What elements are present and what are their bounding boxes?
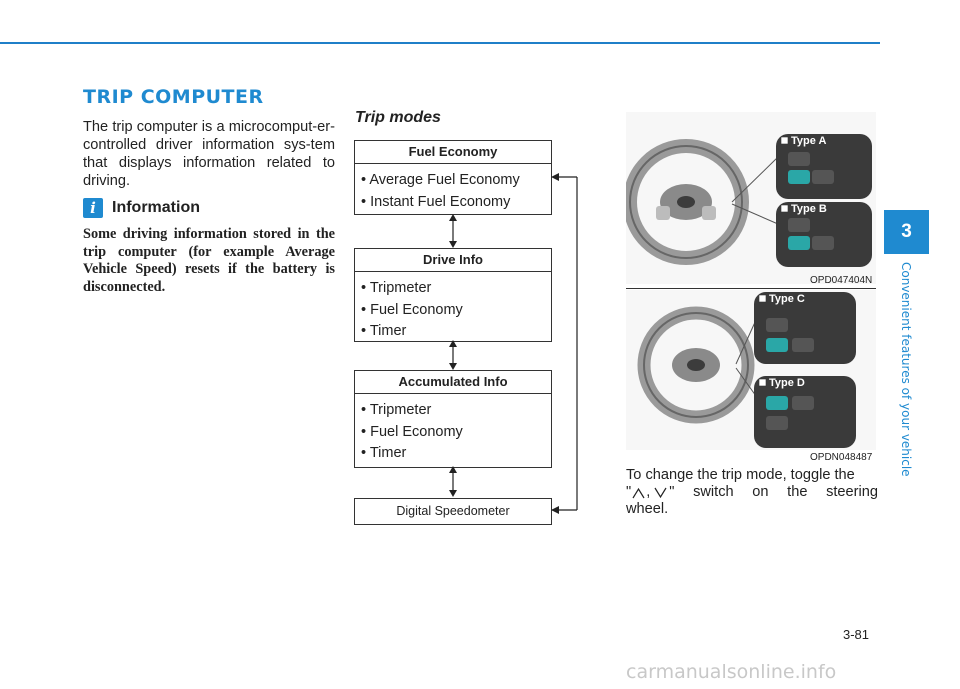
mode-box-title: Drive Info: [355, 249, 551, 272]
chapter-tab: 3: [884, 210, 929, 254]
watermark: carmanualsonline.info: [626, 661, 837, 683]
switch-separator: ,: [646, 484, 651, 500]
mode-cycle-arrows: [449, 173, 578, 514]
loop-arrow-top: [551, 173, 559, 181]
mode-item: Instant Fuel Economy: [361, 192, 551, 214]
mode-item: Timer: [361, 443, 551, 465]
information-header: i Information: [83, 198, 200, 218]
mode-item-list: Tripmeter Fuel Economy Timer: [355, 394, 551, 465]
top-rule: [0, 42, 880, 44]
type-c-label: Type C: [769, 293, 805, 305]
down-switch-icon: [654, 487, 667, 498]
mode-item: Fuel Economy: [361, 422, 551, 444]
figure-caption-2: OPDN048487: [810, 452, 873, 463]
mode-item-list: Average Fuel Economy Instant Fuel Econom…: [355, 164, 551, 213]
mode-item-list: Tripmeter Fuel Economy Timer: [355, 272, 551, 343]
mode-item: Fuel Economy: [361, 300, 551, 322]
page-number: 3-81: [843, 627, 870, 642]
mode-item: Timer: [361, 321, 551, 343]
mode-box-fuel-economy: Fuel Economy Average Fuel Economy Instan…: [354, 140, 552, 215]
information-label: Information: [112, 199, 200, 216]
mode-box-digital-speedometer: Digital Speedometer: [354, 498, 552, 525]
open-quote: ": [626, 484, 632, 500]
info-icon: i: [83, 198, 103, 218]
chapter-title-vertical: Convenient features of your vehicle: [895, 262, 919, 492]
information-body: Some driving information stored in the t…: [83, 226, 335, 295]
trip-text-line-3: wheel.: [626, 501, 669, 517]
trip-mode-instructions: To change the trip mode, toggle the " , …: [626, 467, 878, 518]
intro-paragraph: The trip computer is a microcomput-er-co…: [83, 119, 335, 189]
figure-caption-1: OPD047404N: [810, 275, 873, 286]
loop-arrow-bottom: [551, 506, 559, 514]
mode-box-title: Accumulated Info: [355, 371, 551, 394]
steering-wheel-photo-2: Type C Type D: [626, 290, 876, 450]
type-a-label: Type A: [791, 135, 827, 147]
mode-box-accumulated-info: Accumulated Info Tripmeter Fuel Economy …: [354, 370, 552, 468]
mode-item: Average Fuel Economy: [361, 170, 551, 192]
steering-wheel-photo-1: Type A Type B: [623, 112, 876, 284]
mode-box-title: Fuel Economy: [355, 141, 551, 164]
type-d-label: Type D: [769, 377, 805, 389]
trip-modes-title: Trip modes: [355, 109, 441, 126]
mode-item: Tripmeter: [361, 278, 551, 300]
figure-separator: [626, 288, 876, 289]
trip-text-line-1: To change the trip mode, toggle the: [626, 467, 855, 483]
section-title: TRIP COMPUTER: [83, 86, 264, 108]
chapter-title: Convenient features of your vehicle: [899, 262, 913, 477]
trip-text-line-2-rest: " switch on the steering: [669, 484, 878, 500]
up-switch-icon: [632, 487, 645, 498]
mode-item: Tripmeter: [361, 400, 551, 422]
type-b-label: Type B: [791, 203, 827, 215]
trip-text-line-2: " , " switch on the steering: [626, 484, 878, 501]
